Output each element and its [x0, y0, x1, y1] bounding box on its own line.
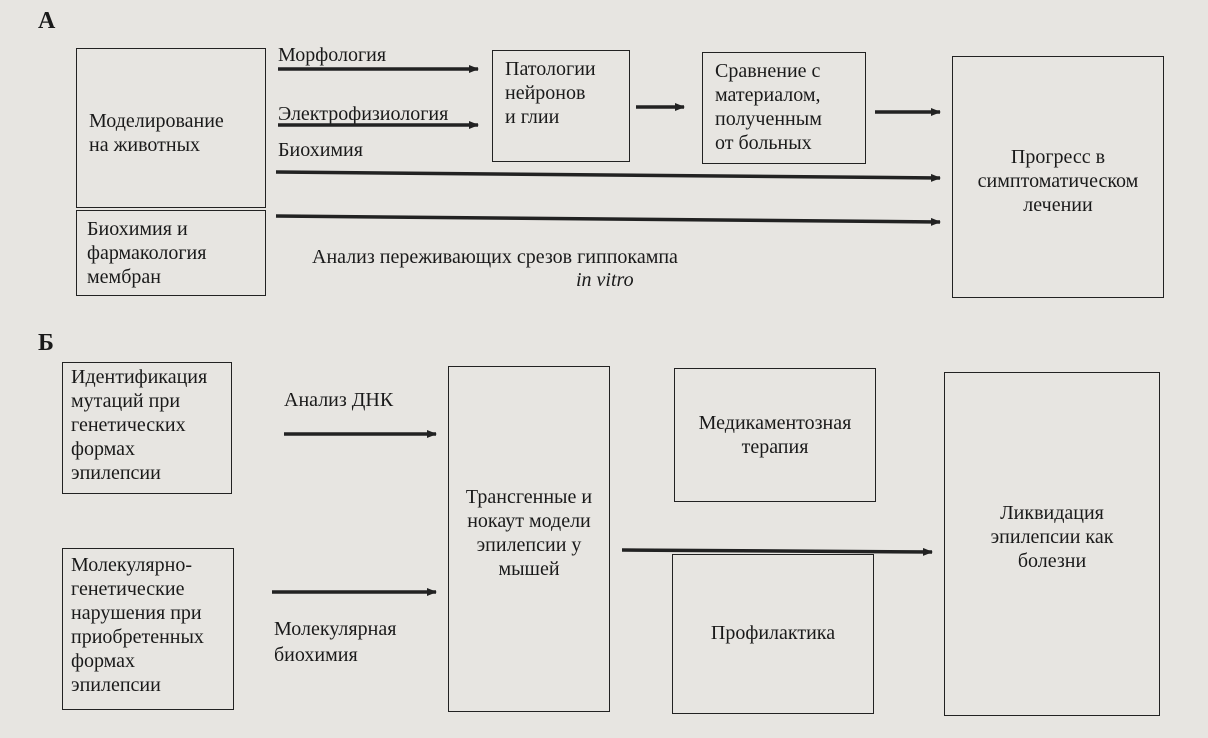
box-symptomatic-progress: Прогресс в симптоматическом лечении: [952, 56, 1164, 298]
box-line: Профилактика: [710, 622, 836, 644]
box-line: формах: [71, 650, 136, 672]
box-line: формах: [71, 438, 136, 460]
box-line: терапия: [741, 436, 809, 458]
box-line: мутаций при: [71, 390, 181, 412]
box-line: болезни: [1017, 550, 1087, 572]
box-line: генетические: [71, 578, 185, 600]
box-line: Моделирование: [89, 110, 224, 132]
box-line: на животных: [89, 134, 201, 156]
label-in-vitro: in vitro: [576, 269, 634, 291]
panel-b-letter: Б: [38, 330, 54, 356]
label-electrophysiology: Электрофизиология: [278, 103, 449, 125]
box-line: эпилепсии: [71, 462, 161, 484]
box-line: эпилепсии у: [476, 534, 582, 556]
box-line: Сравнение с: [715, 60, 821, 82]
box-epilepsy-elimination: Ликвидация эпилепсии как болезни: [944, 372, 1160, 716]
label-dna-analysis: Анализ ДНК: [284, 389, 394, 411]
label-line: биохимия: [274, 644, 358, 666]
box-line: Ликвидация: [1000, 502, 1104, 524]
box-transgenic-models: Трансгенные и нокаут модели эпилепсии у …: [448, 366, 610, 712]
box-line: фармакология: [87, 242, 207, 264]
label-biochemistry: Биохимия: [278, 139, 363, 161]
box-line: нейронов: [505, 82, 586, 104]
box-line: полученным: [715, 108, 822, 130]
box-line: Патологии: [505, 58, 596, 80]
box-patient-comparison: Сравнение с материалом, полученным от бо…: [702, 52, 866, 164]
box-line: от больных: [715, 132, 812, 154]
label-morphology: Морфология: [278, 44, 387, 66]
box-line: нокаут модели: [467, 510, 591, 532]
box-membrane-pharmacology: Биохимия и фармакология мембран: [76, 210, 266, 296]
box-prevention: Профилактика: [672, 554, 874, 714]
box-line: материалом,: [715, 84, 821, 106]
panel-a-letter: А: [38, 8, 56, 34]
box-animal-modeling: Моделирование на животных: [76, 48, 266, 208]
box-line: симптоматическом: [977, 170, 1139, 192]
box-line: нарушения при: [71, 602, 202, 624]
box-line: мембран: [87, 266, 161, 288]
arrow-membranes-to-progress: [275, 214, 941, 226]
box-drug-therapy: Медикаментозная терапия: [674, 368, 876, 502]
box-line: лечении: [1023, 194, 1093, 216]
box-line: эпилепсии как: [990, 526, 1114, 548]
box-line: Молекулярно-: [71, 554, 192, 576]
arrow-to-elimination: [621, 547, 933, 556]
box-line: эпилепсии: [71, 674, 161, 696]
box-line: Идентификация: [71, 366, 208, 388]
box-line: приобретенных: [71, 626, 204, 648]
box-line: Прогресс в: [1010, 146, 1106, 168]
box-line: мышей: [498, 558, 560, 580]
arrow-biochemistry: [275, 170, 941, 182]
box-molecular-genetic-disorders: Молекулярно- генетические нарушения при …: [62, 548, 234, 710]
box-line: Трансгенные и: [465, 486, 593, 508]
box-line: Медикаментозная: [698, 412, 852, 434]
box-line: генетических: [71, 414, 186, 436]
box-mutation-identification: Идентификация мутаций при генетических ф…: [62, 362, 232, 494]
label-line: Молекулярная: [274, 618, 397, 640]
label-hippocampal-slices: Анализ переживающих срезов гиппокампа: [312, 246, 678, 268]
box-line: и глии: [505, 106, 560, 128]
box-neuron-glia-pathology: Патологии нейронов и глии: [492, 50, 630, 162]
label-molecular-biochemistry: Молекулярная биохимия: [274, 616, 396, 668]
box-line: Биохимия и: [87, 218, 188, 240]
